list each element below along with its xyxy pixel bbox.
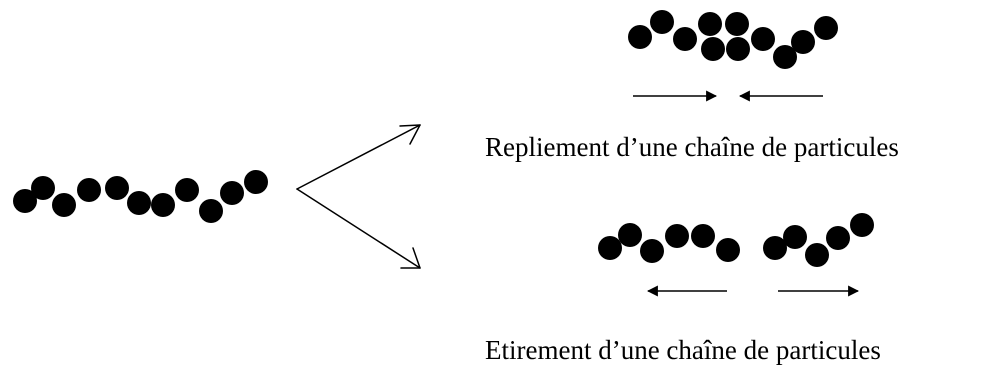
particle (783, 225, 807, 249)
particle (244, 170, 268, 194)
arrowhead-open-icon (399, 124, 421, 145)
particle (725, 12, 749, 36)
particle (650, 10, 674, 34)
branch-arrows (296, 124, 421, 269)
stretched-chain-right-segment (763, 213, 874, 267)
particle (673, 27, 697, 51)
particle (826, 226, 850, 250)
particle (618, 223, 642, 247)
particle (850, 213, 874, 237)
particle (52, 193, 76, 217)
stretched-chain-left-segment (598, 223, 740, 263)
particle (628, 25, 652, 49)
particle (77, 178, 101, 202)
particle (127, 191, 151, 215)
particle (751, 27, 775, 51)
particle (199, 199, 223, 223)
particle (691, 224, 715, 248)
particle (665, 224, 689, 248)
particle (763, 236, 787, 260)
particle (698, 12, 722, 36)
particle (220, 181, 244, 205)
particle (105, 176, 129, 200)
particle (598, 236, 622, 260)
original-particle-chain (13, 170, 268, 223)
stretching-caption: Etirement d’une chaîne de particules (485, 335, 881, 365)
particle (31, 176, 55, 200)
particle (726, 37, 750, 61)
folded-particle-chain (628, 10, 838, 69)
particle (791, 30, 815, 54)
branch-arrow-lower (296, 188, 421, 269)
particle (814, 16, 838, 40)
arrowhead-open-icon (400, 247, 421, 269)
particle (773, 45, 797, 69)
branch-arrow-upper (296, 124, 421, 190)
particle (716, 238, 740, 262)
particle (13, 189, 37, 213)
particle (805, 243, 829, 267)
particle (151, 193, 175, 217)
particle (701, 37, 725, 61)
folding-caption: Repliement d’une chaîne de particules (485, 132, 899, 162)
particle (175, 178, 199, 202)
particle (640, 239, 664, 263)
